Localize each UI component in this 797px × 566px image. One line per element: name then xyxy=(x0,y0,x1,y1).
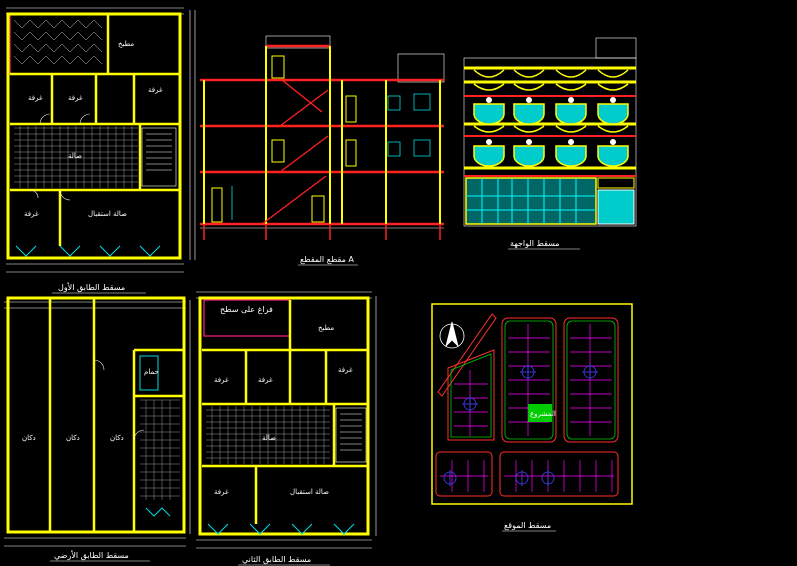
facade-slab-lines xyxy=(464,95,636,177)
ground-stair-tiles xyxy=(140,399,180,500)
room-label: مطبخ xyxy=(318,324,334,332)
site-lot-lines xyxy=(440,324,614,492)
room-label: غرفة xyxy=(214,488,229,496)
first-floor-inner-walls xyxy=(10,14,180,246)
section-outline xyxy=(200,35,445,229)
room-label: دكان xyxy=(22,434,36,442)
ground-floor-inner-walls xyxy=(48,298,184,532)
room-label: صالة استقبال xyxy=(290,488,329,496)
ground-floor-plan: دكان دكان دكان حمام مسقط الطابق الأرضي xyxy=(4,296,191,562)
facade-outline xyxy=(463,57,637,227)
facade-balconies xyxy=(473,69,629,167)
site-title: مسقط الموقع xyxy=(504,521,551,530)
project-lot-highlight xyxy=(528,404,552,422)
site-blocks-green xyxy=(450,320,616,440)
roof-note: فراغ على سطح xyxy=(220,305,273,314)
room-label: حمام xyxy=(144,368,159,376)
room-label: صالة استقبال xyxy=(88,210,127,218)
section-walls xyxy=(203,46,441,224)
section-slabs xyxy=(200,44,444,226)
building-section: مقطع المقطع A xyxy=(200,35,445,266)
roof-hatch xyxy=(13,19,103,65)
first-floor-balconies xyxy=(15,245,161,257)
north-arrow-icon xyxy=(439,321,465,349)
room-label: دكان xyxy=(66,434,80,442)
room-label: مطبخ xyxy=(118,40,134,48)
section-windows xyxy=(231,93,431,220)
typical-floor-outer-wall xyxy=(198,296,370,536)
section-stairs xyxy=(261,79,329,225)
site-frame xyxy=(431,303,633,505)
first-floor-plan: غرفة غرفة صالة مطبخ غرفة غرفة صالة استقب… xyxy=(6,7,196,294)
site-plan: المشروع مسقط الموقع xyxy=(431,303,633,532)
room-label: غرفة xyxy=(214,376,229,384)
typical-floor-plan: فراغ على سطح غرفة غرفة صالة مطبخ غرفة غر… xyxy=(196,291,377,566)
first-floor-stair xyxy=(141,127,177,187)
room-label: غرفة xyxy=(24,210,39,218)
first-floor-title: مسقط الطابق الأول xyxy=(58,282,125,292)
project-lot-label: المشروع xyxy=(530,410,556,418)
typical-hall-tiles xyxy=(206,406,330,464)
room-label: صالة xyxy=(68,152,82,160)
typical-floor-title: مسقط الطابق الثاني xyxy=(242,555,311,564)
section-title: مقطع المقطع A xyxy=(300,255,354,264)
front-facade: مسقط الواجهة xyxy=(463,37,637,250)
hall-tiles xyxy=(14,126,138,188)
ground-floor-title: مسقط الطابق الأرضي xyxy=(54,550,129,560)
typical-floor-inner-walls xyxy=(202,300,368,524)
room-label: غرفة xyxy=(28,94,43,102)
room-label: غرفة xyxy=(258,376,273,384)
room-label: صالة xyxy=(262,434,276,442)
section-footings xyxy=(203,224,441,240)
room-label: غرفة xyxy=(338,366,353,374)
first-floor-doors xyxy=(29,113,91,201)
ground-floor-outer-wall xyxy=(6,296,186,534)
site-markers xyxy=(443,364,598,486)
room-label: غرفة xyxy=(68,94,83,102)
room-label: دكان xyxy=(110,434,124,442)
room-label: غرفة xyxy=(148,86,163,94)
section-doors xyxy=(211,55,357,223)
facade-shopfronts xyxy=(465,177,635,225)
site-blocks-red xyxy=(435,313,619,497)
facade-title: مسقط الواجهة xyxy=(510,239,560,248)
first-floor-outer-wall xyxy=(6,12,182,260)
